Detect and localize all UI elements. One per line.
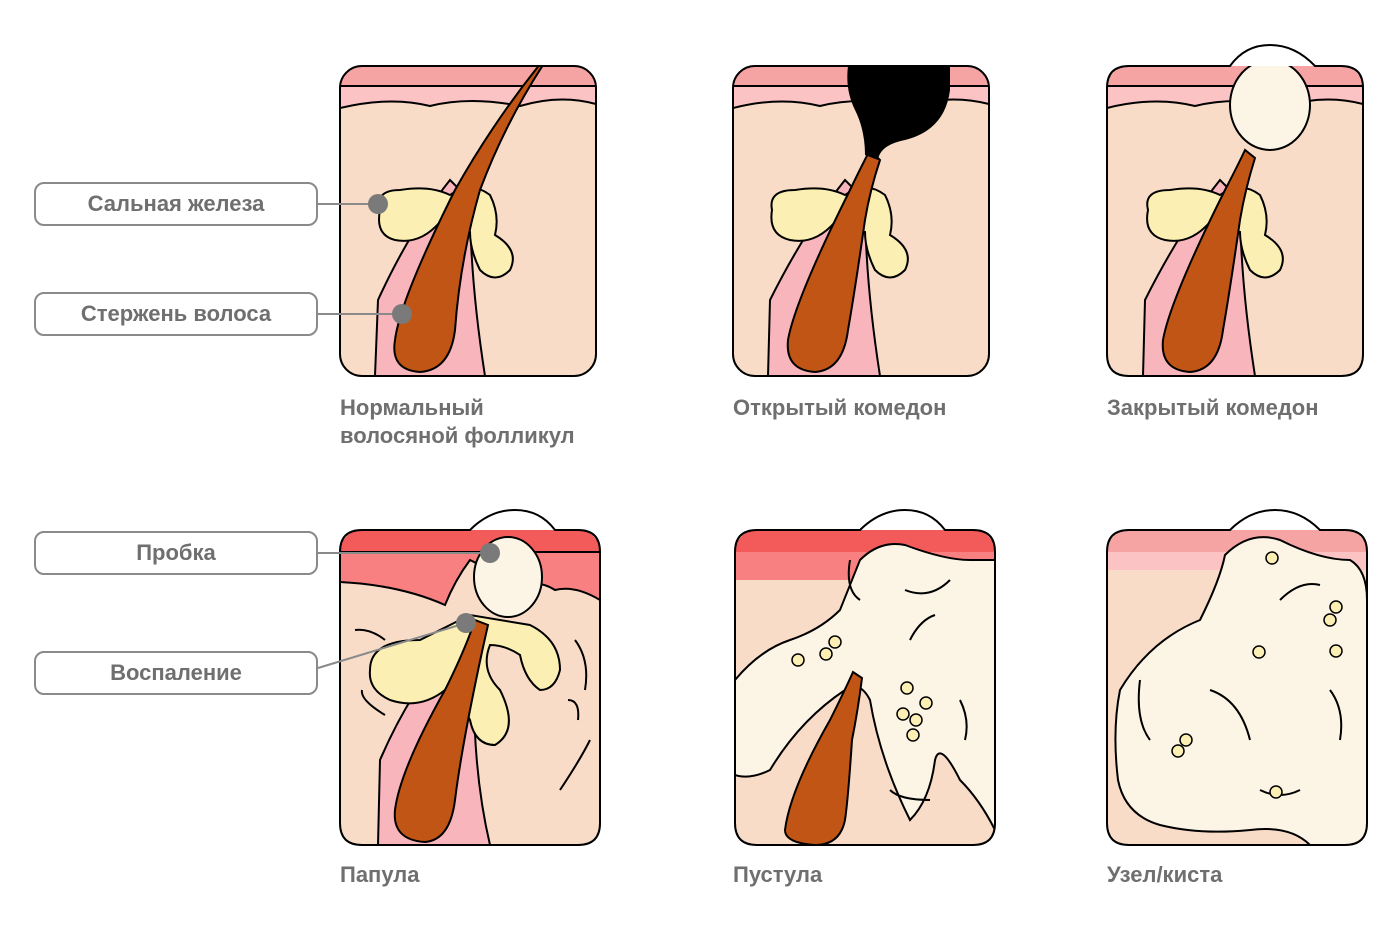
panel-closed-comedo (1106, 43, 1364, 377)
caption-normal-follicle-line1: Нормальный (340, 395, 484, 420)
caption-closed-comedo: Закрытый комедон (1107, 395, 1319, 420)
caption-normal-follicle: Нормальный волосяной фолликул (340, 394, 575, 450)
caption-open-comedo: Открытый комедон (733, 395, 947, 420)
panel-nodule-cyst (1106, 508, 1368, 846)
panel-papule (339, 508, 601, 846)
panel-open-comedo (732, 65, 990, 377)
label-plug: Пробка (34, 531, 318, 575)
caption-papule: Папула (340, 862, 420, 887)
label-inflammation: Воспаление (34, 651, 318, 695)
panel-normal-follicle (339, 65, 597, 377)
caption-nodule-cyst: Узел/киста (1107, 862, 1223, 887)
panel-pustule (734, 508, 996, 846)
caption-pustule: Пустула (733, 862, 823, 887)
label-hair-shaft: Стержень волоса (34, 292, 318, 336)
leader-lines (317, 194, 500, 669)
caption-normal-follicle-line2: волосяной фолликул (340, 423, 575, 448)
label-sebaceous-gland: Сальная железа (34, 182, 318, 226)
